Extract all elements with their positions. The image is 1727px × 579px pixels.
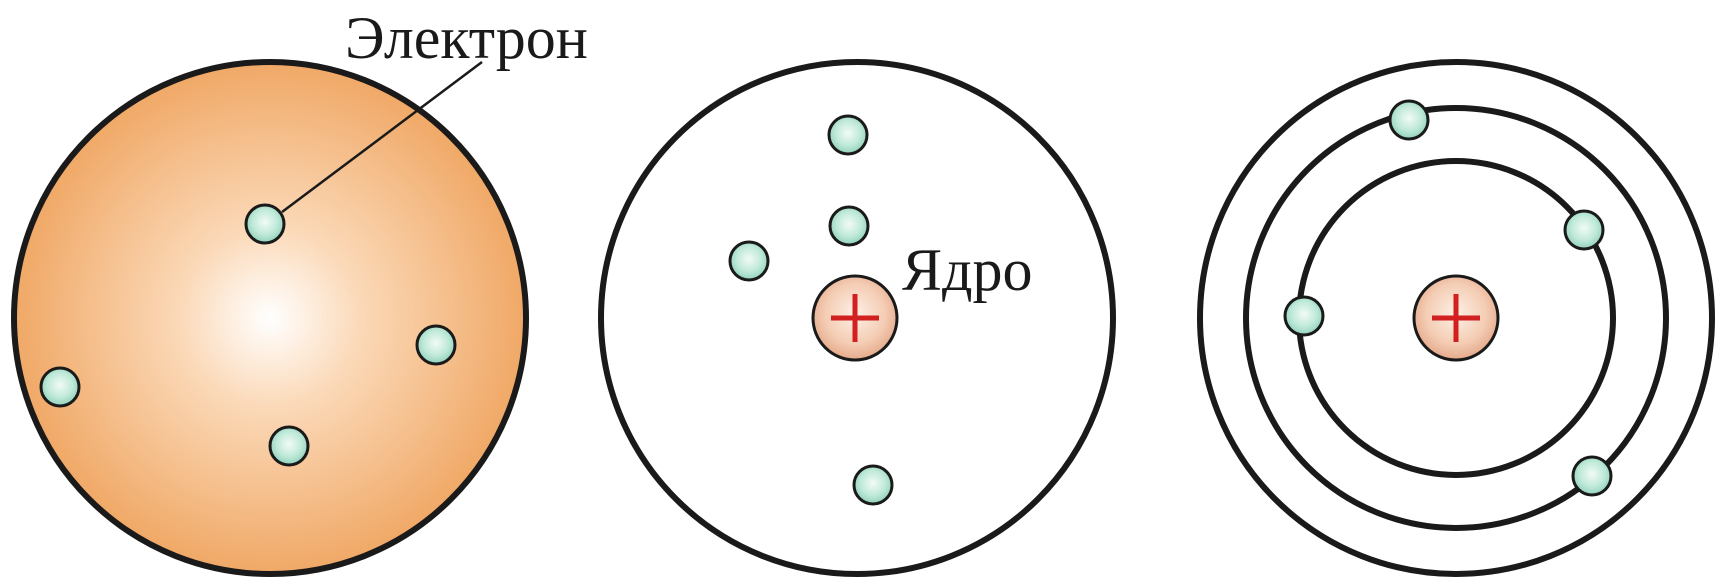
electron	[1565, 211, 1603, 249]
electron	[1390, 101, 1428, 139]
electron	[1573, 457, 1611, 495]
electron	[830, 207, 868, 245]
electron	[730, 242, 768, 280]
electron	[417, 326, 455, 364]
electron	[854, 466, 892, 504]
electron	[1285, 297, 1323, 335]
electron	[41, 368, 79, 406]
thomson-model	[14, 62, 526, 574]
rutherford-model	[601, 62, 1113, 574]
bohr-model	[1200, 62, 1712, 574]
electron	[829, 116, 867, 154]
nucleus-label: Ядро	[902, 237, 1033, 303]
electron	[246, 205, 284, 243]
electron-label: Электрон	[345, 5, 588, 71]
electron	[270, 427, 308, 465]
positive-sphere	[14, 62, 526, 574]
